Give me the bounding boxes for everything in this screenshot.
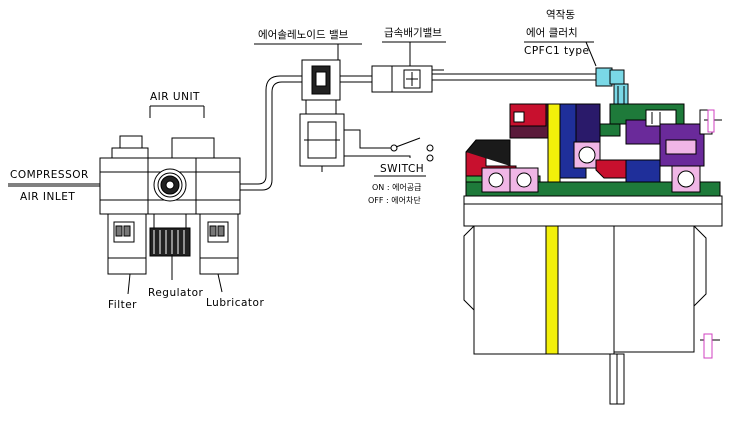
switch-off-label: OFF : 에어차단 [368, 196, 421, 205]
clutch-label-line2: 에어 클러치 [526, 27, 578, 39]
air-unit [99, 135, 241, 295]
compressor-inlet-line [8, 183, 100, 187]
filter-label: Filter [108, 299, 138, 311]
solenoid-valve [299, 59, 411, 172]
switch-on-label: ON : 에어공급 [372, 183, 422, 192]
solenoid-valve-label: 에어솔레노이드 밸브 [258, 29, 349, 41]
switch-symbol [374, 137, 434, 177]
air-unit-bracket [149, 105, 205, 118]
exhaust-valve [371, 65, 444, 93]
lubricator-label: Lubricator [206, 297, 265, 309]
label-underlines [254, 41, 597, 67]
exhaust-valve-label: 급속배기밸브 [384, 27, 442, 39]
cyan-fitting [595, 67, 629, 107]
compressor-label: COMPRESSOR [10, 169, 89, 181]
air-inlet-label: AIR INLET [20, 191, 76, 203]
air-unit-label: AIR UNIT [150, 91, 200, 103]
clutch-assembly [463, 67, 723, 405]
air-pipe [240, 73, 596, 191]
switch-label: SWITCH [380, 163, 425, 175]
clutch-label-line1: 역작동 [546, 9, 575, 21]
regulator-label: Regulator [148, 287, 204, 299]
clutch-model-label: CPFC1 type [524, 45, 590, 57]
